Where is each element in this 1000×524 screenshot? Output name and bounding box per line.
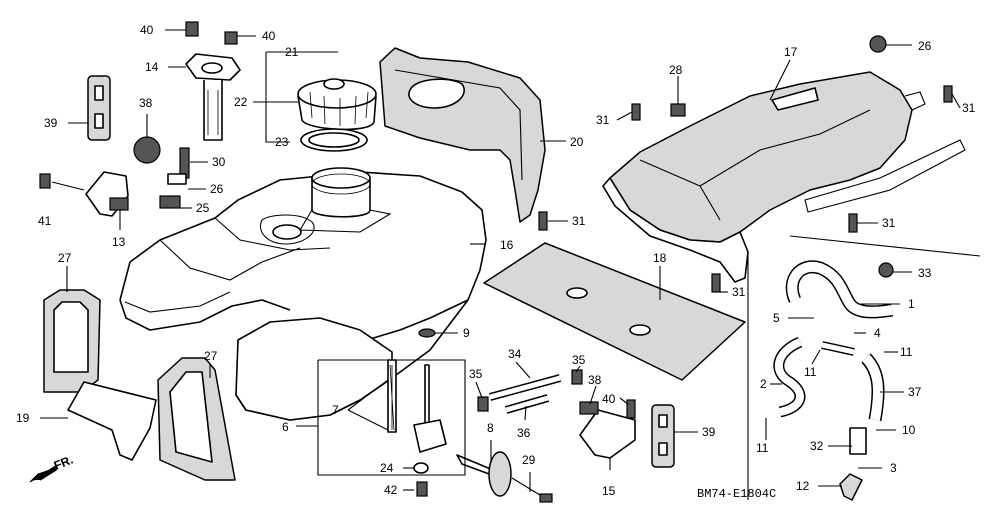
side-guard-left [43, 289, 101, 393]
callout-18: 18 [653, 251, 667, 265]
front-direction-arrow [29, 464, 57, 483]
callout-41: 41 [38, 214, 52, 228]
callout-14: 14 [145, 60, 159, 74]
heat-guard [379, 47, 546, 223]
fuel-filter [456, 451, 553, 503]
fasteners [413, 85, 953, 497]
callout-27-right: 27 [204, 349, 218, 363]
fuel-hose-set [488, 369, 583, 414]
lower-bracket [67, 381, 157, 461]
small-fittings [159, 147, 190, 209]
fuel-cap-assembly [297, 32, 553, 152]
callout-31-upper-right: 31 [962, 101, 976, 115]
vent-hose-set [773, 35, 894, 501]
callout-12: 12 [796, 479, 810, 493]
callout-17: 17 [784, 45, 798, 59]
callout-20: 20 [570, 135, 584, 149]
callout-26-left: 26 [210, 182, 224, 196]
callout-36: 36 [517, 426, 531, 440]
callout-31-mid-left: 31 [572, 214, 586, 228]
callout-37: 37 [908, 385, 922, 399]
callout-40-top: 40 [262, 29, 276, 43]
rubber-strap-left [87, 75, 111, 141]
callout-31-upper-mid: 31 [596, 113, 610, 127]
callout-27-left: 27 [58, 251, 72, 265]
callout-26-right: 26 [918, 39, 932, 53]
callout-25: 25 [196, 201, 210, 215]
callout-4: 4 [874, 326, 881, 340]
callout-8: 8 [487, 421, 494, 435]
callout-38-right: 38 [588, 373, 602, 387]
callout-38-left: 38 [139, 96, 153, 110]
callout-30: 30 [212, 155, 226, 169]
fuel-filter-bracket [579, 399, 636, 459]
mounting-bracket [39, 171, 129, 217]
fuel-tank [119, 167, 487, 421]
callout-35-right: 35 [572, 353, 586, 367]
callout-11-upper: 11 [804, 365, 817, 379]
callout-5: 5 [773, 311, 780, 325]
callout-19: 19 [16, 411, 30, 425]
float-ball [133, 136, 161, 164]
callout-28: 28 [669, 63, 683, 77]
callout-31-lower: 31 [732, 285, 746, 299]
callout-3: 3 [890, 461, 897, 475]
callout-42: 42 [384, 483, 398, 497]
callout-11-lower: 11 [756, 441, 769, 455]
leader-lines [40, 29, 981, 500]
rubber-strap-right [651, 404, 675, 468]
callout-33: 33 [918, 266, 932, 280]
callout-22: 22 [234, 95, 248, 109]
callout-1: 1 [908, 297, 915, 311]
callout-10: 10 [902, 423, 916, 437]
callout-11-right: 11 [900, 345, 913, 359]
diagram-code: BM74-E1804C [697, 487, 776, 501]
callout-16: 16 [500, 238, 514, 252]
tank-pad [483, 242, 746, 381]
callout-35-left: 35 [469, 367, 483, 381]
callout-39-left: 39 [44, 116, 58, 130]
callout-23: 23 [275, 135, 289, 149]
fuel-gauge-unit [185, 21, 241, 141]
callout-9: 9 [463, 326, 470, 340]
callout-29: 29 [522, 453, 536, 467]
side-guard-right [157, 357, 236, 481]
callout-21: 21 [285, 45, 299, 59]
callout-13: 13 [112, 235, 126, 249]
callout-7: 7 [332, 403, 339, 417]
callout-39-right: 39 [702, 425, 716, 439]
callout-labels: 40 40 14 21 22 23 38 39 30 26 25 41 13 2… [16, 23, 976, 498]
callout-40-right: 40 [602, 392, 616, 406]
tank-cover [602, 71, 966, 283]
callout-2: 2 [760, 377, 767, 391]
callout-31-mid-right: 31 [882, 216, 896, 230]
callout-34: 34 [508, 347, 522, 361]
callout-24: 24 [380, 461, 394, 475]
callout-6: 6 [282, 420, 289, 434]
callout-15: 15 [602, 484, 616, 498]
callout-40-top-left: 40 [140, 23, 154, 37]
callout-32: 32 [810, 439, 824, 453]
front-direction-label: FR. [52, 453, 75, 473]
